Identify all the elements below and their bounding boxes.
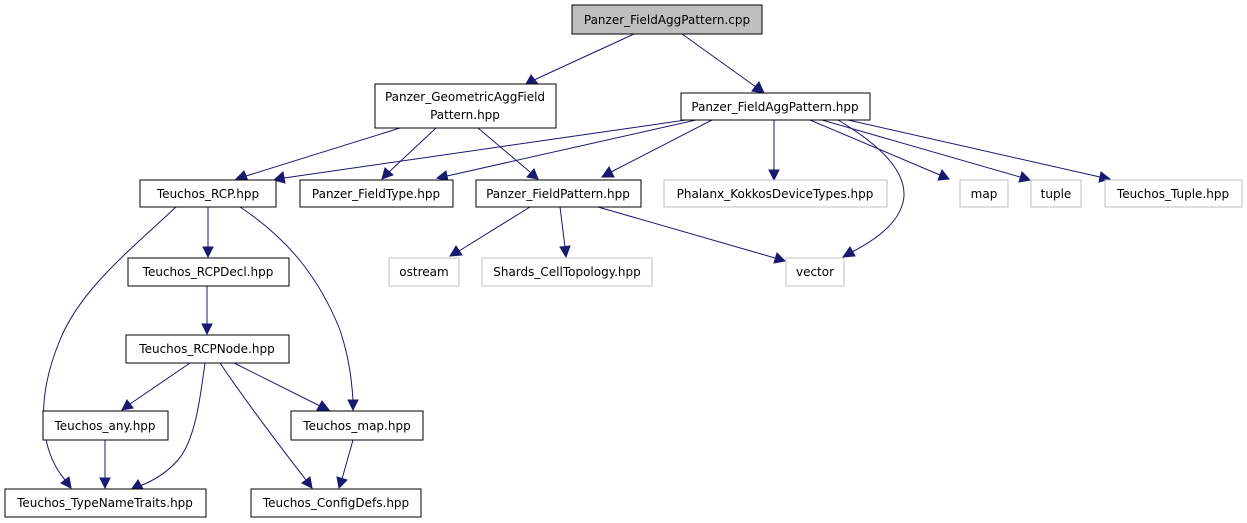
node-config-defs-label: Teuchos_ConfigDefs.hpp [262,496,409,510]
node-teuchos-rcp[interactable]: Teuchos_RCP.hpp [139,179,277,208]
node-root-cpp[interactable]: Panzer_FieldAggPattern.cpp [571,4,763,35]
edge-teuchos-map-to-configdefs [336,439,354,490]
edge-fieldpattern-to-shards [559,206,571,259]
node-teuchos-type-name-traits[interactable]: Teuchos_TypeNameTraits.hpp [4,488,207,518]
node-map[interactable]: map [959,179,1009,208]
node-phalanx-label: Phalanx_KokkosDeviceTypes.hpp [677,187,874,201]
edge-fieldagg-hpp-to-tuple [821,119,1032,183]
node-teuchos-config-defs[interactable]: Teuchos_ConfigDefs.hpp [250,488,422,518]
node-field-agg-pattern-hpp[interactable]: Panzer_FieldAggPattern.hpp [680,92,871,121]
node-ostream[interactable]: ostream [388,257,460,287]
edge-geometric-to-fieldtype [381,127,437,180]
node-teuchos-map-label: Teuchos_map.hpp [302,419,410,433]
node-panzer-field-pattern-label: Panzer_FieldPattern.hpp [486,187,630,201]
node-tuple[interactable]: tuple [1030,179,1082,208]
node-teuchos-rcp-node-label: Teuchos_RCPNode.hpp [138,342,274,356]
node-teuchos-tuple-label: Teuchos_Tuple.hpp [1116,187,1229,201]
edge-rcp-to-rcpdecl [202,207,214,259]
node-teuchos-any-label: Teuchos_any.hpp [53,419,155,433]
edge-any-to-typenametraits [99,440,111,490]
node-panzer-field-type[interactable]: Panzer_FieldType.hpp [299,179,454,208]
edge-fieldagg-hpp-to-rcp [272,119,687,184]
edge-rcp-to-typenametraits [43,206,177,489]
node-shards-cell-topology[interactable]: Shards_CellTopology.hpp [481,257,653,287]
node-root-cpp-label: Panzer_FieldAggPattern.cpp [584,13,750,27]
node-vector-label: vector [796,265,834,279]
edge-geometric-to-fieldpattern [477,127,539,180]
node-type-name-traits-label: Teuchos_TypeNameTraits.hpp [16,496,193,510]
edge-fieldpattern-to-ostream [449,206,531,257]
node-teuchos-any[interactable]: Teuchos_any.hpp [42,410,169,441]
node-geometric-label-line1: Panzer_GeometricAggField [385,90,545,104]
edge-rcpnode-to-any [121,362,191,411]
node-teuchos-map[interactable]: Teuchos_map.hpp [290,410,424,441]
edge-root-to-geometric [525,33,635,85]
edge-root-to-fieldagg-hpp [681,33,765,94]
edge-rcpnode-to-teuchos-map [233,362,331,411]
edge-rcpdecl-to-rcpnode [201,286,213,336]
edge-fieldagg-hpp-to-vector [837,119,905,258]
edge-fieldagg-hpp-to-map [809,119,950,181]
edge-fieldpattern-to-vector [597,206,787,264]
node-teuchos-rcp-node[interactable]: Teuchos_RCPNode.hpp [125,334,290,364]
node-ostream-label: ostream [399,265,448,279]
node-panzer-field-pattern[interactable]: Panzer_FieldPattern.hpp [475,179,642,208]
node-map-label: map [971,187,998,201]
edge-rcp-to-teuchos-map [239,206,359,412]
node-teuchos-rcp-decl[interactable]: Teuchos_RCPDecl.hpp [127,257,290,287]
node-geometric-label-line2: Pattern.hpp [430,108,500,122]
node-vector[interactable]: vector [785,257,845,287]
edge-fieldagg-hpp-to-fieldpattern [601,119,713,178]
node-panzer-field-type-label: Panzer_FieldType.hpp [312,187,440,201]
edge-rcpnode-to-configdefs [219,362,313,489]
edge-fieldagg-hpp-to-teuchos-tuple [847,119,1112,183]
node-teuchos-rcp-decl-label: Teuchos_RCPDecl.hpp [142,265,274,279]
node-shards-label: Shards_CellTopology.hpp [493,265,641,279]
node-phalanx-kokkos-device-types[interactable]: Phalanx_KokkosDeviceTypes.hpp [663,179,888,208]
node-teuchos-tuple[interactable]: Teuchos_Tuple.hpp [1104,179,1243,208]
node-field-agg-pattern-hpp-label: Panzer_FieldAggPattern.hpp [691,100,858,114]
node-tuple-label: tuple [1041,187,1072,201]
edge-fieldagg-hpp-to-phalanx [768,120,780,182]
node-teuchos-rcp-label: Teuchos_RCP.hpp [156,187,259,201]
node-geometric-agg-field-pattern[interactable]: Panzer_GeometricAggField Pattern.hpp [374,83,557,129]
